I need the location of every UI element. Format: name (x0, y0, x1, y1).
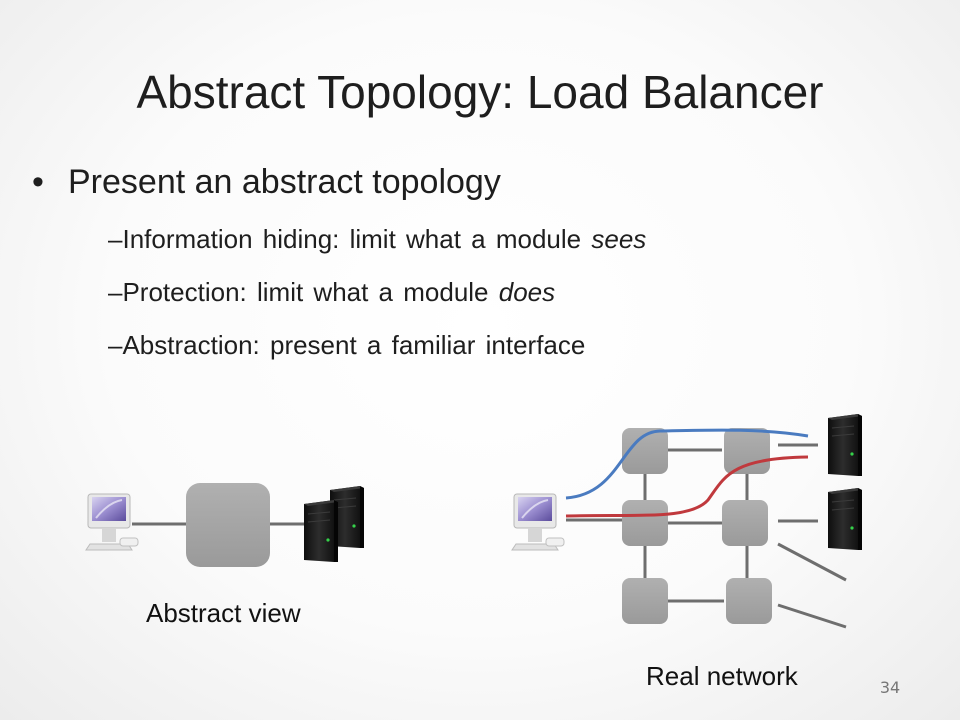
switch-r1c1 (622, 428, 668, 474)
server-tower-icon (303, 499, 339, 563)
link-dangling-1 (777, 542, 847, 582)
real-network-caption: Real network (646, 661, 798, 691)
link-dangling-2 (777, 603, 847, 629)
sub-bullet-abstraction: –Abstraction: present a familiar interfa… (108, 327, 912, 363)
desktop-computer-icon (85, 493, 139, 551)
sub-emphasis: sees (591, 224, 647, 254)
sub-bullet-protection: –Protection: limit what a module does (108, 274, 912, 310)
sub-bullet-information-hiding: –Information hiding: limit what a module… (108, 221, 912, 257)
abstract-switch (186, 483, 270, 567)
blue-path (565, 428, 809, 500)
abstract-view-caption: Abstract view (146, 598, 301, 628)
main-bullet-text: Present an abstract topology (68, 163, 501, 201)
sub-marker: – (108, 277, 123, 307)
sub-text: Information hiding: limit what a module (122, 224, 592, 254)
real-network (511, 413, 863, 629)
sub-marker: – (108, 330, 123, 360)
sub-marker: – (108, 224, 123, 254)
page-number: 34 (879, 678, 901, 697)
switch-r3c1 (622, 578, 668, 624)
switch-r2c1 (622, 500, 668, 546)
sub-text: Abstraction: present a familiar interfac… (122, 330, 586, 360)
switch-r3c2 (726, 578, 772, 624)
abstract-view (85, 483, 365, 567)
server-tower-icon (827, 487, 863, 551)
switch-r1c2 (724, 428, 770, 474)
desktop-computer-icon (511, 493, 565, 551)
switch-r2c2 (722, 500, 768, 546)
sub-text: Protection: limit what a module (122, 277, 499, 307)
server-tower-icon (827, 413, 863, 477)
main-bullet: • Present an abstract topology (32, 160, 912, 204)
red-path (565, 455, 809, 518)
sub-emphasis: does (498, 277, 556, 307)
bullet-marker: • (32, 163, 44, 201)
bullet-list: •Present an abstract topology –Informati… (32, 160, 912, 363)
slide-title: Abstract Topology: Load Balancer (136, 66, 824, 118)
